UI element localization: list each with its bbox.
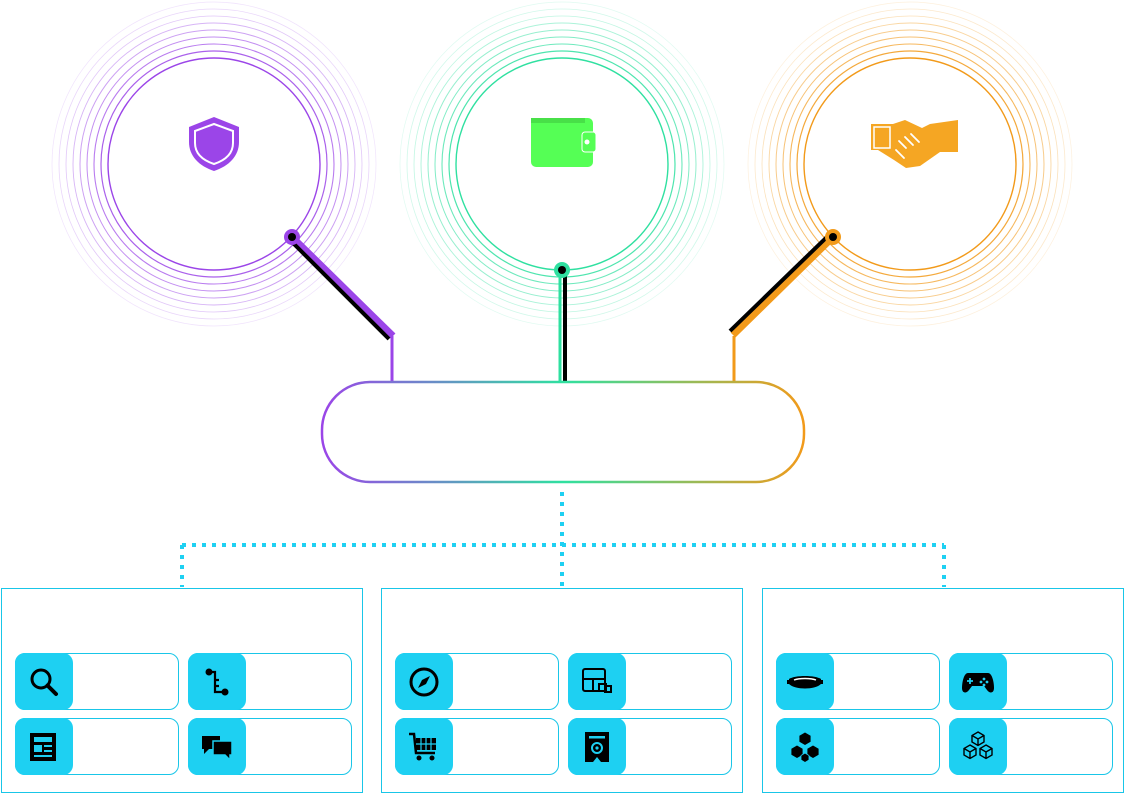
payments-rings <box>399 1 725 327</box>
trust-connector <box>728 232 836 382</box>
panel-2 <box>381 588 743 793</box>
git-branch-tile[interactable] <box>188 653 352 710</box>
gamepad-tile[interactable] <box>949 653 1113 710</box>
security-connector <box>288 234 396 382</box>
hub-label <box>322 382 804 482</box>
chat-icon <box>188 718 246 775</box>
network-diagram <box>51 1 1073 587</box>
shopping-cart-tile[interactable] <box>395 718 559 775</box>
nft-cubes-icon <box>949 718 1007 775</box>
hub-box <box>320 380 806 484</box>
chat-tile[interactable] <box>188 718 352 775</box>
newspaper-tile[interactable] <box>15 718 179 775</box>
wallet-icon <box>531 118 597 167</box>
payments-connector <box>558 270 567 382</box>
certificate-icon <box>568 718 626 775</box>
vr-headset-tile[interactable] <box>776 653 940 710</box>
panel-3 <box>762 588 1124 793</box>
compass-icon <box>395 653 453 710</box>
distribution-lines <box>180 492 946 587</box>
panel-1 <box>1 588 363 793</box>
compass-tile[interactable] <box>395 653 559 710</box>
blockchain-tile[interactable] <box>776 718 940 775</box>
git-branch-icon <box>188 653 246 710</box>
search-tile[interactable] <box>15 653 179 710</box>
nft-cubes-tile[interactable] <box>949 718 1113 775</box>
blockchain-cubes-icon <box>776 718 834 775</box>
certificate-tile[interactable] <box>568 718 732 775</box>
gamepad-icon <box>949 653 1007 710</box>
dashboard-tile[interactable] <box>568 653 732 710</box>
dashboard-icon <box>568 653 626 710</box>
search-icon <box>15 653 73 710</box>
newspaper-icon <box>15 718 73 775</box>
trust-rings <box>747 1 1073 327</box>
shield-icon <box>189 117 239 171</box>
handshake-icon <box>871 120 958 168</box>
vr-headset-icon <box>776 653 834 710</box>
security-rings <box>51 1 377 327</box>
shopping-cart-icon <box>395 718 453 775</box>
